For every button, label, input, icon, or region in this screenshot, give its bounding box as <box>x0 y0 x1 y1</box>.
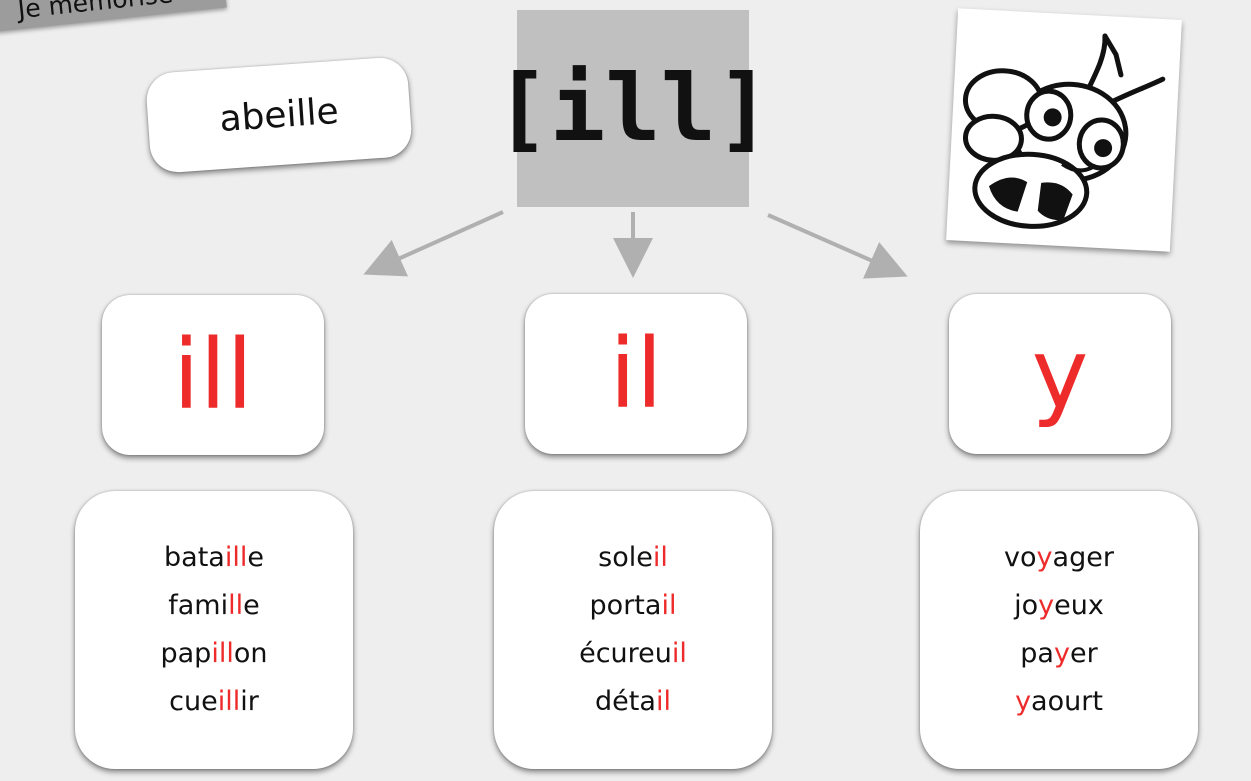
word-list-il: soleil portail écureuil détail <box>494 491 772 769</box>
grapheme-il: il <box>609 318 663 430</box>
sound-box: [ill] <box>495 10 771 207</box>
arrow-right <box>767 213 908 279</box>
sound-label: [ill] <box>494 55 772 162</box>
grapheme-card-y: y <box>949 294 1171 454</box>
arrow-left <box>363 210 504 277</box>
grapheme-card-ill: ill <box>102 295 324 455</box>
list-item: payer <box>1020 638 1098 669</box>
grapheme-ill: ill <box>172 319 253 431</box>
grapheme-card-il: il <box>525 294 747 454</box>
list-item: voyager <box>1004 542 1114 573</box>
list-item: famille <box>168 590 260 621</box>
list-item: yaourt <box>1015 686 1103 717</box>
list-item: soleil <box>598 542 668 573</box>
list-item: portail <box>589 590 677 621</box>
word-list-y: voyager joyeux payer yaourt <box>920 491 1198 769</box>
list-item: joyeux <box>1014 590 1104 621</box>
grapheme-y: y <box>1031 318 1089 430</box>
bee-cartoon-icon <box>962 33 1166 229</box>
bee-picture <box>946 8 1182 252</box>
list-item: bataille <box>164 542 264 573</box>
list-item: écureuil <box>579 638 687 669</box>
list-item: papillon <box>160 638 268 669</box>
word-list-ill: bataille famille papillon cueillir <box>75 491 353 769</box>
list-item: cueillir <box>169 686 259 717</box>
list-item: détail <box>595 686 671 717</box>
